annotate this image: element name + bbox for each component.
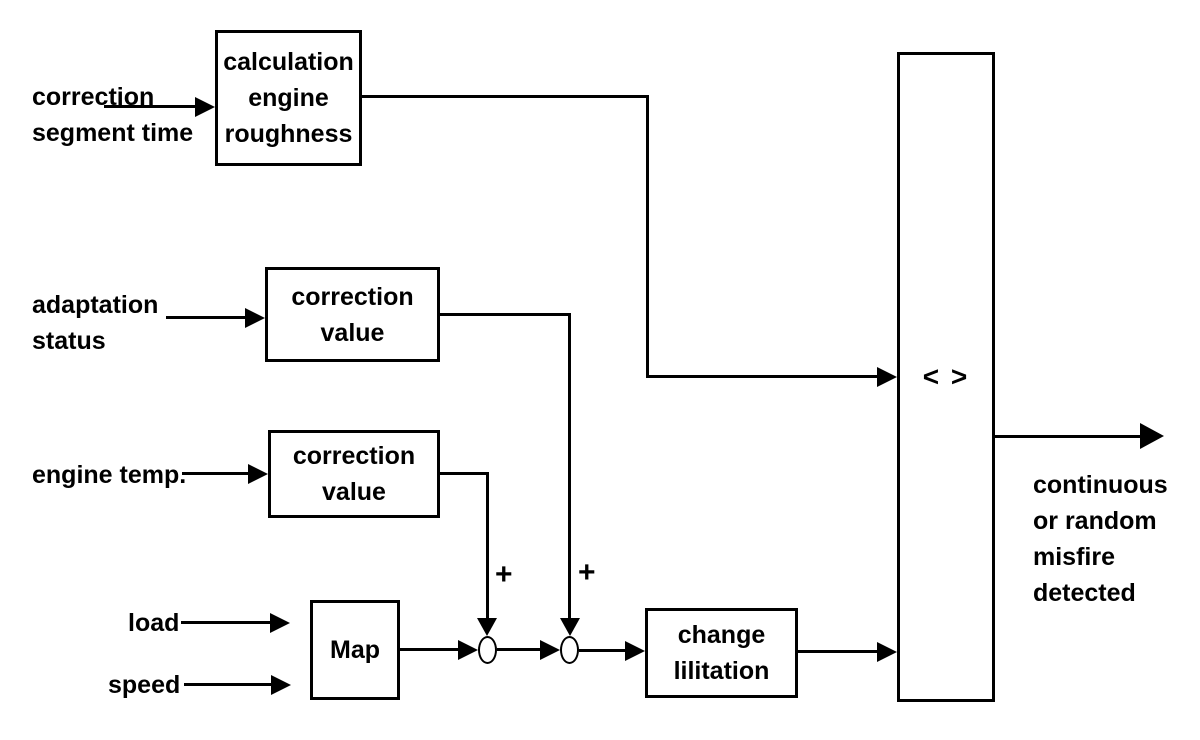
block-map: Map xyxy=(310,600,400,700)
connector-engine-temp-correction-down-line xyxy=(486,472,489,618)
output-label-misfire-detected: continuous or random misfire detected xyxy=(1033,471,1168,607)
connector-adaptation-to-sum2-arrowhead-icon xyxy=(560,618,580,636)
block-calculation-engine-roughness: calculation engine roughness xyxy=(215,30,362,166)
connector-engine-temp-to-correction-arrowhead-icon xyxy=(248,464,268,484)
connector-correction-to-roughness-line xyxy=(104,105,195,108)
connector-comparator-to-output-line xyxy=(995,435,1140,438)
block-correction-value-engine-temp: correction value xyxy=(268,430,440,518)
input-label-adaptation-status: adaptation status xyxy=(32,291,159,355)
connector-adaptation-correction-out-line xyxy=(440,313,571,316)
connector-speed-line xyxy=(184,683,271,686)
connector-engine-temp-correction-out-line xyxy=(440,472,489,475)
connector-sum1-to-sum2-arrowhead-icon xyxy=(540,640,560,660)
connector-adaptation-to-correction-line xyxy=(166,316,245,319)
sum-plus-sign-2: + xyxy=(578,556,596,589)
connector-adaptation-to-correction-arrowhead-icon xyxy=(245,308,265,328)
connector-roughness-out-down-line xyxy=(646,95,649,378)
connector-load-line xyxy=(181,621,270,624)
connector-load-arrowhead-icon xyxy=(270,613,290,633)
connector-correction-to-roughness-arrowhead-icon xyxy=(195,97,215,117)
summing-junction-1 xyxy=(478,636,497,664)
connector-engine-temp-to-correction-line xyxy=(182,472,248,475)
sum-plus-sign-1: + xyxy=(495,558,513,591)
connector-speed-arrowhead-icon xyxy=(271,675,291,695)
input-label-load: load xyxy=(128,609,180,637)
input-label-speed: speed xyxy=(108,671,181,699)
input-label-correction-segment-time: correction segment time xyxy=(32,83,194,147)
summing-junction-2 xyxy=(560,636,579,664)
connector-roughness-to-comparator-arrowhead-icon xyxy=(877,367,897,387)
connector-roughness-to-comparator-line xyxy=(646,375,877,378)
block-correction-value-adaptation: correction value xyxy=(265,267,440,362)
block-change-limitation: change lilitation xyxy=(645,608,798,698)
input-label-engine-temp: engine temp. xyxy=(32,461,187,489)
connector-adaptation-correction-down-line xyxy=(568,313,571,618)
comparator-icon: < > xyxy=(922,361,970,392)
connector-sum2-to-change-arrowhead-icon xyxy=(625,641,645,661)
connector-comparator-to-output-arrowhead-icon xyxy=(1140,423,1164,449)
connector-sum2-to-change-line xyxy=(579,649,625,652)
connector-map-to-sum1-arrowhead-icon xyxy=(458,640,478,660)
connector-change-to-comparator-arrowhead-icon xyxy=(877,642,897,662)
connector-map-to-sum1-line xyxy=(400,648,458,651)
connector-engine-temp-to-sum1-arrowhead-icon xyxy=(477,618,497,636)
block-comparator: < > xyxy=(897,52,995,702)
connector-sum1-to-sum2-line xyxy=(497,648,540,651)
connector-roughness-out-top-line xyxy=(362,95,649,98)
connector-change-to-comparator-line xyxy=(798,650,877,653)
